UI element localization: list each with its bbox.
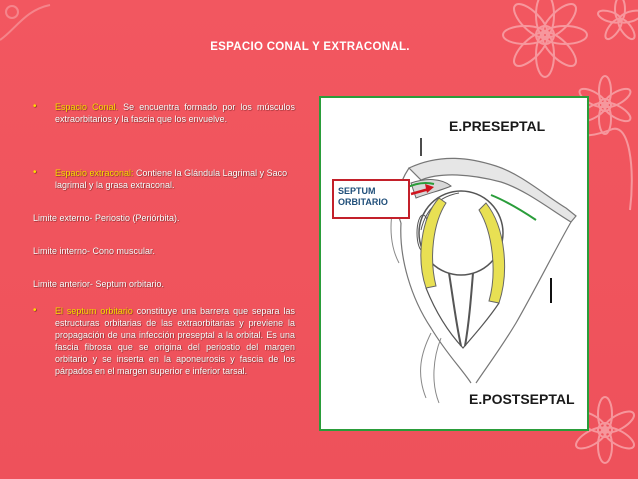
limite-anterior: Limite anterior- Septum orbitario. <box>33 279 165 289</box>
slide-title: ESPACIO CONAL Y EXTRACONAL. <box>210 41 410 53</box>
septum-label-line2: ORBITARIO <box>338 197 388 207</box>
text-septum-orbitario: constituye una barrera que separa las es… <box>55 306 295 376</box>
label-e-preseptal: E.PRESEPTAL <box>449 118 546 134</box>
highlight-espacio-extraconal: Espacio extraconal: <box>55 168 134 178</box>
orbit-diagram-illustration <box>390 138 577 404</box>
label-e-postseptal: E.POSTSEPTAL <box>469 391 575 407</box>
orbit-anatomy-figure: E.PRESEPTAL E.POSTSEPTAL SEPTUM ORBITARI… <box>319 96 589 431</box>
highlight-septum-orbitario: El septum orbitario <box>55 306 133 316</box>
limite-interno: Limite interno- Cono muscular. <box>33 246 156 256</box>
text-espacio-extraconal: Contiene la Glándula Lagrimal y Saco lag… <box>55 168 288 190</box>
bullet-3: • <box>33 305 37 316</box>
paragraph-septum-orbitario: El septum orbitario constituye una barre… <box>55 305 295 377</box>
bullet-1: • <box>33 101 37 112</box>
paragraph-espacio-conal: Espacio Conal. Se encuentra formado por … <box>55 101 295 125</box>
limite-externo: Limite externo- Periostio (Periórbita). <box>33 213 180 223</box>
septum-label-line1: SEPTUM <box>338 186 376 196</box>
highlight-espacio-conal: Espacio Conal. <box>55 102 119 112</box>
septum-orbitario-label-box: SEPTUM ORBITARIO <box>332 179 410 219</box>
paragraph-espacio-extraconal: Espacio extraconal: Contiene la Glándula… <box>55 167 300 191</box>
flower-decoration-top-left <box>0 4 51 41</box>
bullet-2: • <box>33 167 37 178</box>
text-espacio-conal: Se encuentra formado por los músculos ex… <box>55 102 295 124</box>
